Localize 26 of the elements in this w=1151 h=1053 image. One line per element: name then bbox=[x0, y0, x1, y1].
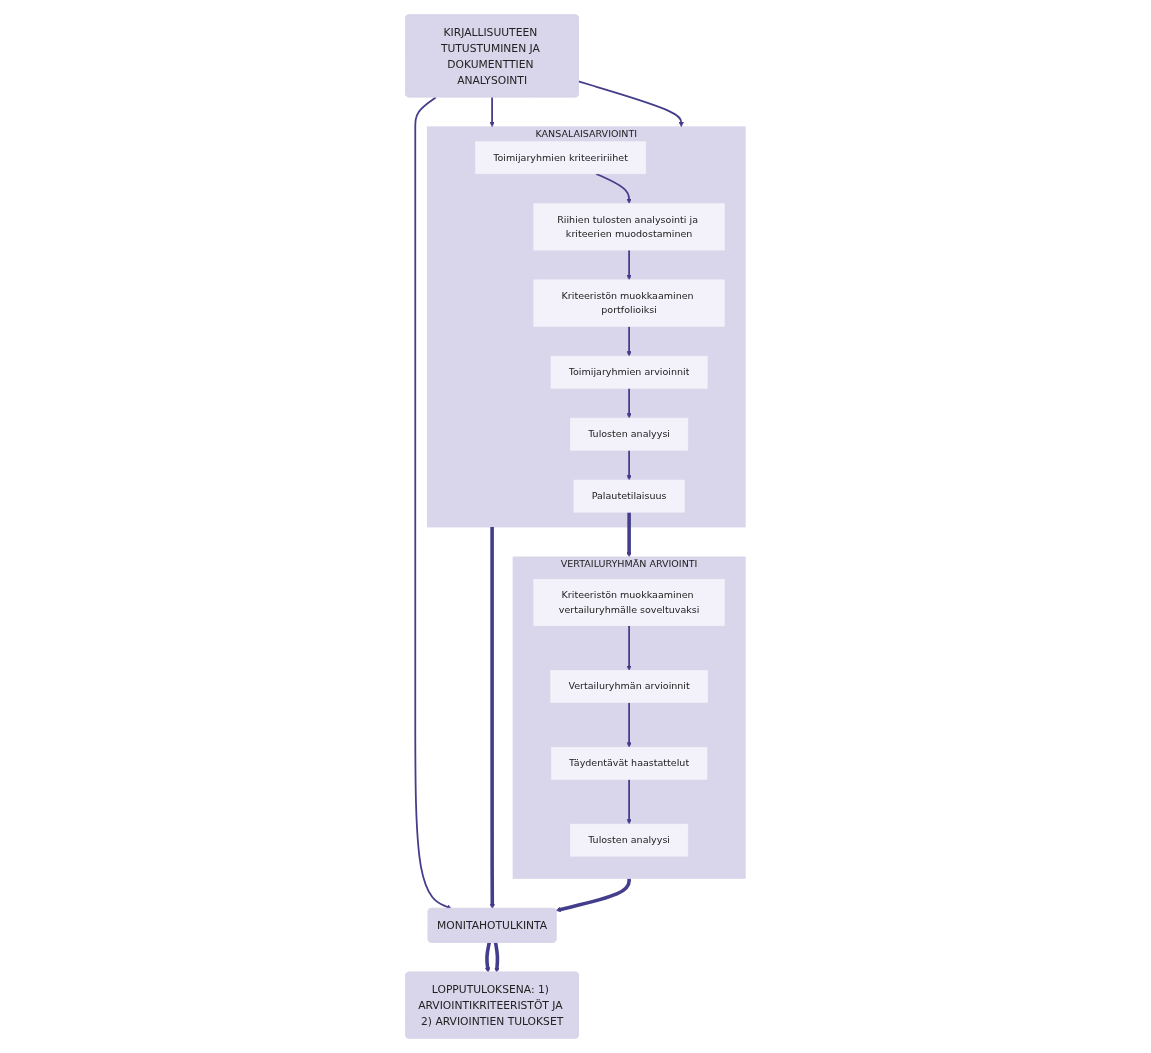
arrow bbox=[626, 325, 632, 357]
arrow bbox=[493, 942, 500, 973]
node-box: Toimijaryhmien arvioinnit bbox=[550, 355, 708, 389]
arrow bbox=[626, 387, 632, 419]
arrow bbox=[626, 249, 632, 281]
arrow bbox=[489, 96, 495, 127]
node-box: Kriteeristön muokkaaminen vertailuryhmälle soveltuvaksi bbox=[533, 578, 725, 626]
arrow bbox=[414, 96, 452, 910]
node-box: Vertailuryhmän arvioinnit bbox=[550, 670, 708, 703]
node-box: Palautetilaisuus bbox=[573, 479, 685, 513]
arrow bbox=[626, 624, 632, 671]
arrow bbox=[626, 512, 632, 558]
arrow bbox=[626, 701, 632, 748]
arrow bbox=[626, 449, 632, 481]
arrow bbox=[626, 778, 632, 825]
arrow bbox=[595, 172, 632, 204]
arrow bbox=[485, 942, 491, 973]
node-box: Tulosten analyysi bbox=[570, 417, 689, 451]
node-box: Tulosten analyysi bbox=[570, 823, 689, 857]
node-box: Riihien tulosten analysointi ja kriteerien muodostaminen bbox=[533, 203, 725, 251]
arrow bbox=[555, 878, 631, 912]
node-box: Toimijaryhmien kriteeririihet bbox=[475, 141, 647, 175]
arrow bbox=[489, 527, 495, 909]
node-box: Täydentävät haastattelut bbox=[550, 746, 708, 780]
node-box: Kriteeristön muokkaaminen portfolioiksi bbox=[533, 279, 725, 327]
arrow bbox=[577, 80, 684, 127]
